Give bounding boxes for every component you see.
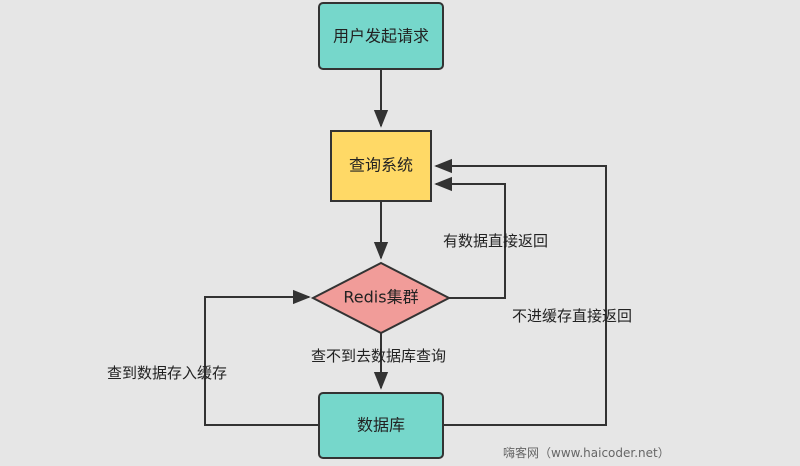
edge-db-to-redis (204, 289, 319, 426)
node-redis: Redis集群 (310, 261, 452, 335)
node-query: 查询系统 (330, 130, 432, 202)
edge-db-return (434, 158, 607, 426)
node-start-label: 用户发起请求 (333, 27, 429, 46)
watermark: 嗨客网（www.haicoder.net） (503, 445, 670, 460)
node-start: 用户发起请求 (318, 2, 444, 70)
node-redis-label: Redis集群 (343, 288, 418, 307)
edge-redis-return (434, 176, 506, 299)
edge-label-miss: 查不到去数据库查询 (311, 347, 446, 365)
edge-label-has-data: 有数据直接返回 (443, 232, 548, 250)
edge-label-no-cache: 不进缓存直接返回 (512, 307, 632, 325)
node-db: 数据库 (318, 392, 444, 459)
edge-label-cache-fill: 查到数据存入缓存 (107, 364, 227, 382)
node-query-label: 查询系统 (349, 156, 413, 175)
node-db-label: 数据库 (357, 416, 405, 435)
